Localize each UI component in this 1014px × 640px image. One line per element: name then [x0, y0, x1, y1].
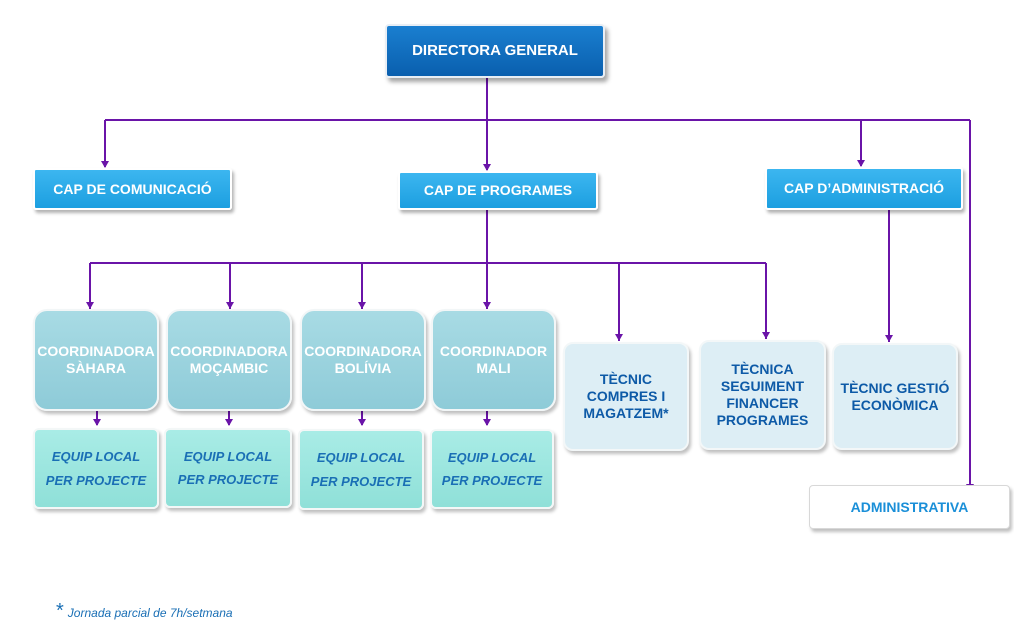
local-team-line2: PER PROJECTE	[310, 473, 412, 489]
local-team-line1: EQUIP LOCAL	[316, 450, 406, 466]
technician-line: ECONÒMICA	[851, 396, 939, 413]
head-communication-label: CAP DE COMUNICACIÓ	[53, 180, 212, 197]
local-team-mali-box: EQUIP LOCAL PER PROJECTE	[430, 429, 554, 509]
coordinator-country: SÀHARA	[66, 360, 126, 376]
coordinator-title: COORDINADORA	[170, 343, 288, 360]
director-general-box: DIRECTORA GENERAL	[385, 24, 605, 78]
footnote: *Jornada parcial de 7h/setmana	[56, 600, 233, 629]
coordinator-country: MALI	[476, 360, 511, 376]
local-team-line2: PER PROJECTE	[45, 472, 147, 488]
coordinator-title: COORDINADORA	[304, 343, 422, 360]
local-team-sahara-box: EQUIP LOCAL PER PROJECTE	[33, 428, 159, 509]
technician-line: TÈCNIC GESTIÓ	[840, 379, 950, 396]
head-communication-box: CAP DE COMUNICACIÓ	[33, 168, 232, 210]
local-team-line1: EQUIP LOCAL	[183, 448, 273, 464]
head-programs-box: CAP DE PROGRAMES	[398, 171, 598, 210]
local-team-bolivia-box: EQUIP LOCAL PER PROJECTE	[298, 429, 424, 510]
coordinator-country: BOLÍVIA	[334, 360, 392, 376]
administrative-box: ADMINISTRATIVA	[809, 485, 1010, 529]
head-programs-label: CAP DE PROGRAMES	[423, 182, 573, 199]
coordinator-title: COORDINADORA	[37, 343, 155, 360]
technician-line: TÈCNICA	[731, 361, 794, 378]
technician-line: FINANCER	[726, 395, 799, 411]
technician-line: MAGATZEM*	[583, 404, 669, 421]
technician-line: SEGUIMENT	[720, 378, 805, 395]
local-team-line2: PER PROJECTE	[177, 472, 279, 487]
local-team-mozambique-box: EQUIP LOCAL PER PROJECTE	[164, 428, 292, 508]
local-team-line1: EQUIP LOCAL	[51, 449, 141, 465]
administrative-label: ADMINISTRATIVA	[850, 498, 969, 515]
footnote-text: Jornada parcial de 7h/setmana	[67, 606, 233, 620]
local-team-line2: PER PROJECTE	[441, 473, 543, 488]
technician-line: COMPRES I	[586, 388, 666, 405]
technician-line: PROGRAMES	[716, 411, 809, 428]
footnote-symbol: *	[56, 600, 64, 622]
coordinator-title: COORDINADOR	[439, 343, 548, 360]
director-general-label: DIRECTORA GENERAL	[412, 42, 578, 59]
technician-line: TÈCNIC	[599, 371, 653, 388]
coordinator-country: MOÇAMBIC	[189, 360, 269, 376]
head-administration-box: CAP D’ADMINISTRACIÓ	[765, 167, 963, 210]
local-team-line1: EQUIP LOCAL	[447, 449, 537, 465]
head-administration-label: CAP D’ADMINISTRACIÓ	[784, 180, 944, 197]
